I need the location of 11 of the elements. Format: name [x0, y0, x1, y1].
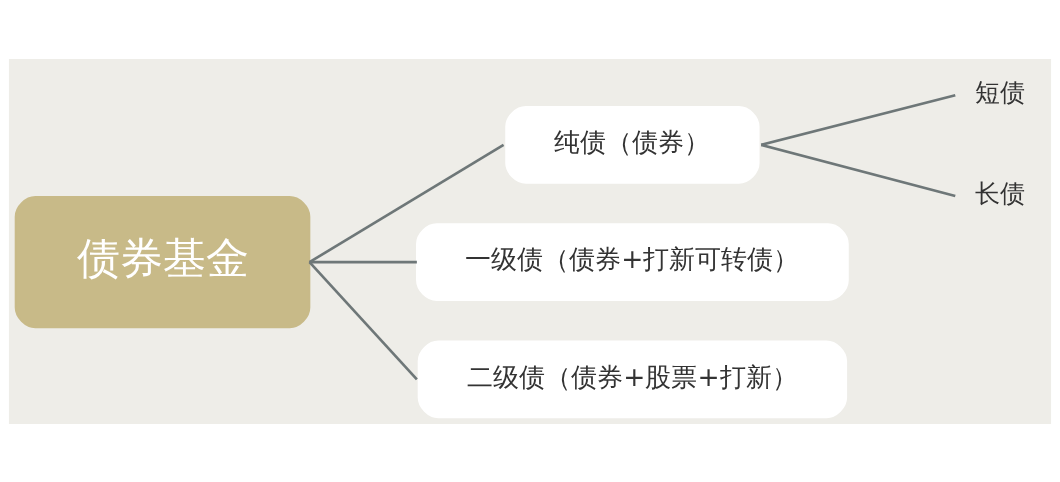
connector [309, 260, 417, 263]
node-text: 长债 [974, 178, 1025, 208]
node-box: 一级债（债券+打新可转债） [416, 222, 849, 301]
connector [308, 143, 505, 263]
node-text: 短债 [974, 77, 1025, 107]
connector [760, 143, 956, 197]
connector [308, 260, 418, 380]
node-box: 二级债（债券+股票+打新） [417, 340, 848, 418]
connector [760, 93, 956, 146]
node-box: 纯债（债券） [505, 105, 760, 184]
node-box: 债券基金 [14, 195, 311, 328]
